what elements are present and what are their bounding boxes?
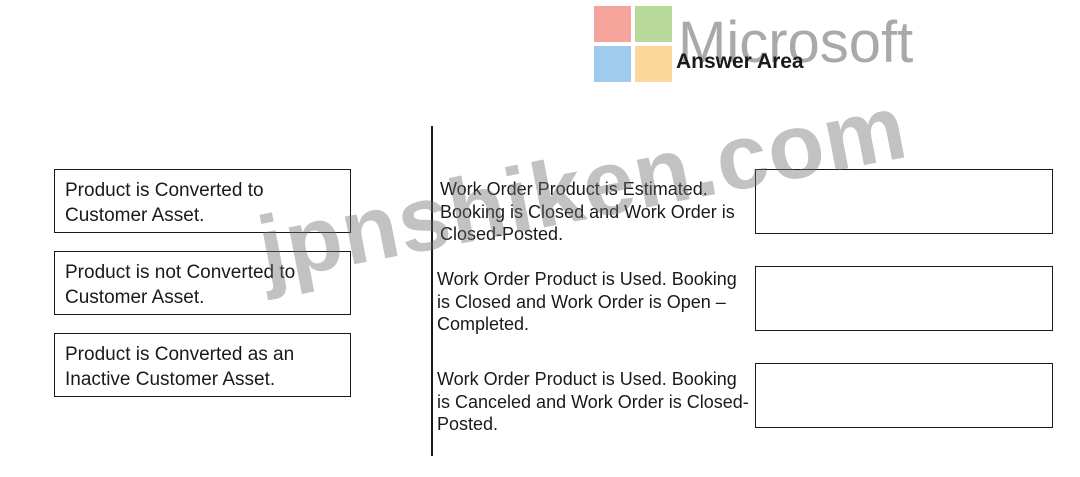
- answer-drop-target-3[interactable]: [755, 363, 1053, 428]
- scenario-text: Work Order Product is Estimated. Booking…: [440, 179, 735, 244]
- option-not-converted-to-customer-asset[interactable]: Product is not Converted to Customer Ass…: [54, 251, 351, 315]
- logo-blue-square: [594, 46, 631, 82]
- answer-drop-target-2[interactable]: [755, 266, 1053, 331]
- answer-area-title: Answer Area: [676, 50, 804, 73]
- logo-green-square: [635, 6, 672, 42]
- microsoft-wordmark: Microsoft: [678, 10, 914, 75]
- column-divider: [431, 126, 433, 456]
- logo-red-square: [594, 6, 631, 42]
- microsoft-logo: Microsoft: [594, 6, 954, 86]
- microsoft-logo-squares-icon: [594, 6, 672, 83]
- scenario-text: Work Order Product is Used. Booking is C…: [437, 269, 737, 334]
- option-converted-inactive-customer-asset[interactable]: Product is Converted as an Inactive Cust…: [54, 333, 351, 397]
- logo-yellow-square: [635, 46, 672, 82]
- answer-drop-target-1[interactable]: [755, 169, 1053, 234]
- scenario-text: Work Order Product is Used. Booking is C…: [437, 369, 749, 434]
- option-converted-to-customer-asset[interactable]: Product is Converted to Customer Asset.: [54, 169, 351, 233]
